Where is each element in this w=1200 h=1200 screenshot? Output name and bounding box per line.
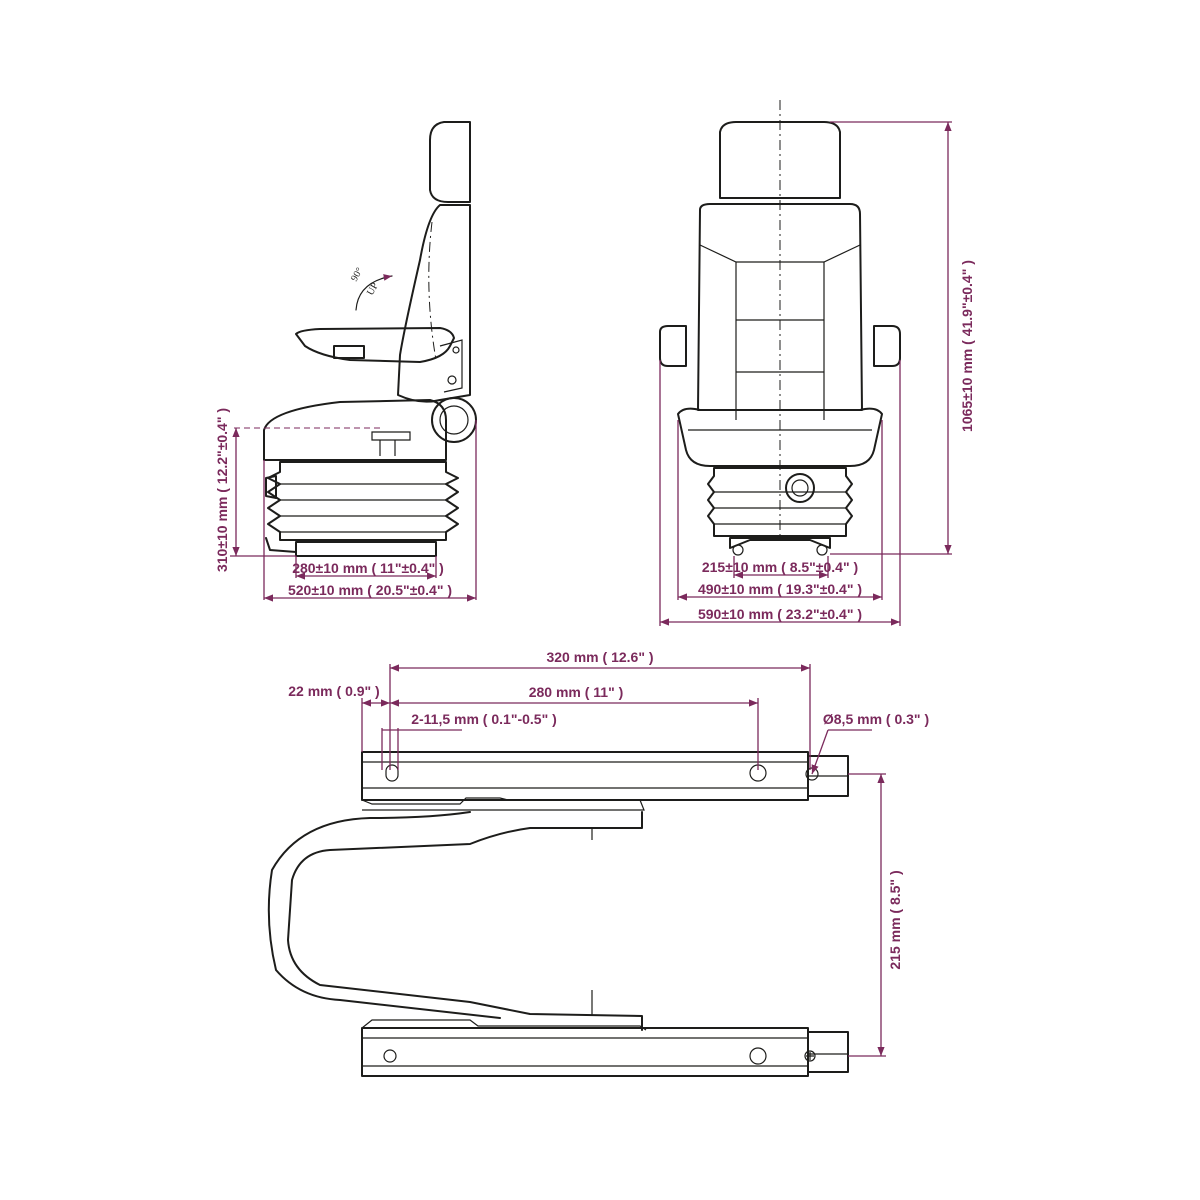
rail-offset-label: 22 mm ( 0.9" ) (288, 683, 379, 699)
front-total-width-label: 590±10 mm ( 23.2"±0.4" ) (698, 606, 862, 622)
rail-slot-label: 2-11,5 mm ( 0.1"-0.5" ) (411, 711, 557, 727)
rail-hole-spacing-label: 280 mm ( 11" ) (529, 684, 624, 700)
tilt-direction-label: UP (365, 281, 381, 298)
slide-rail-drawing (267, 751, 849, 1077)
front-base-label: 215±10 mm ( 8.5"±0.4" ) (702, 559, 858, 575)
rail-length-label: 320 mm ( 12.6" ) (546, 649, 653, 665)
front-view-seat (659, 100, 901, 556)
side-height-label: 310±10 mm ( 12.2"±0.4" ) (214, 408, 230, 572)
front-view-dimensions: 1065±10 mm ( 41.9"±0.4" ) 215±10 mm ( 8.… (659, 121, 975, 626)
side-depth-label: 520±10 mm ( 20.5"±0.4" ) (288, 582, 452, 598)
side-base-label: 280±10 mm ( 11"±0.4" ) (292, 560, 444, 576)
rail-hole-diameter-label: Ø8,5 mm ( 0.3" ) (823, 711, 929, 727)
front-height-label: 1065±10 mm ( 41.9"±0.4" ) (959, 260, 975, 432)
slide-height-label: 215 mm ( 8.5" ) (887, 870, 903, 969)
slide-rail-dimensions: 320 mm ( 12.6" ) 22 mm ( 0.9" ) 280 mm (… (288, 649, 929, 1057)
tilt-angle-label: 90° (349, 266, 366, 284)
side-view-seat: 90° UP (234, 121, 477, 557)
front-seat-width-label: 490±10 mm ( 19.3"±0.4" ) (698, 581, 862, 597)
side-view-dimensions: 310±10 mm ( 12.2"±0.4" ) 280±10 mm ( 11"… (214, 408, 477, 602)
